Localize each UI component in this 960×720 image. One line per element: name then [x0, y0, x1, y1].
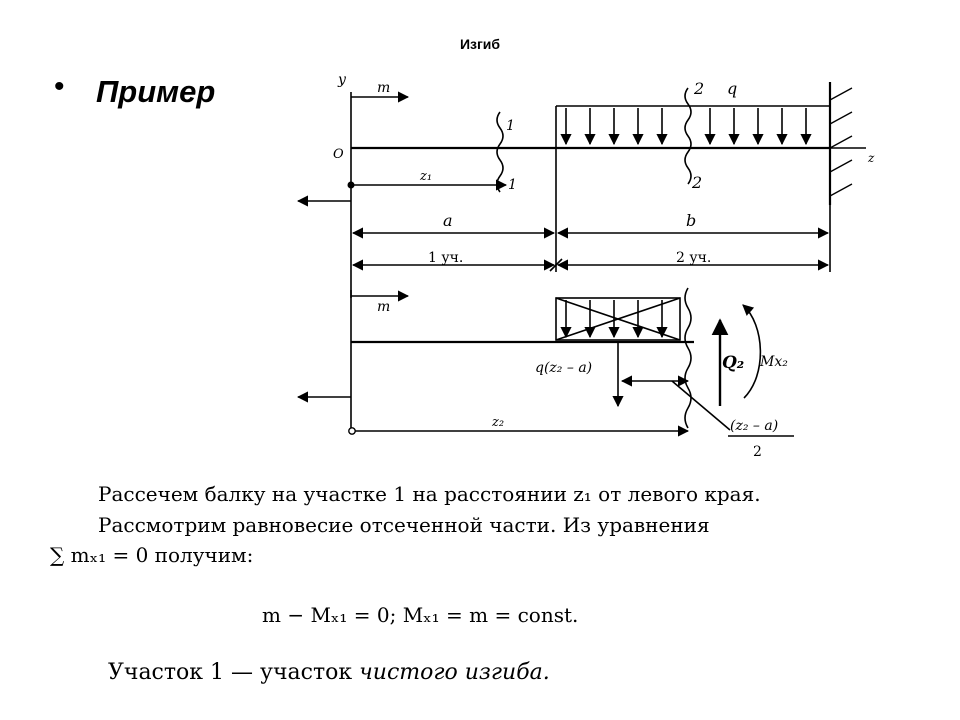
bending-moment-label: Mx₂: [759, 354, 788, 370]
slide-title: Изгиб: [459, 36, 501, 52]
section-2-label-top: 2: [693, 79, 704, 98]
crossed-load-block: [555, 297, 681, 341]
section-1-label-bottom: 1: [508, 177, 517, 193]
cross-line-b: [555, 297, 681, 341]
section-2-label-bottom: 2: [691, 173, 702, 192]
arm-leader: [671, 380, 731, 431]
origin-point-top: [347, 181, 355, 189]
resultant-label: q(z₂ – a): [535, 360, 592, 376]
section-1-label-top: 1: [506, 118, 515, 134]
moment-arc: [742, 304, 762, 399]
dim-b-label: b: [686, 211, 696, 230]
arm-numerator: (z₂ – a): [730, 418, 778, 434]
bullet-marker: •: [54, 70, 65, 103]
load-q-label: q: [727, 79, 737, 98]
upper-beam-scheme: [296, 82, 866, 298]
conclusion-italic: чистого изгиба.: [359, 660, 550, 685]
text-line-2: Рассмотрим равновесие отсеченной части. …: [98, 513, 710, 537]
dim-a-label: a: [443, 211, 453, 230]
part-2-label: 2 уч.: [676, 250, 711, 266]
text-line-3: ∑ mₓ₁ = 0 получим:: [50, 543, 254, 567]
distributed-load-arrows: [560, 108, 812, 146]
lower-cut-line: [684, 287, 692, 429]
part-1-label: 1 уч.: [428, 250, 463, 266]
wall-hatching: [829, 87, 853, 197]
moment-label-bottom: m: [377, 299, 390, 315]
y-axis-label: y: [337, 72, 347, 88]
origin-point-bottom: [348, 427, 356, 435]
moment-label-top: m: [377, 80, 390, 96]
z2-label: z₂: [491, 415, 504, 430]
equation: m − Mₓ₁ = 0; Mₓ₁ = m = const.: [262, 603, 579, 627]
z1-label: z₁: [419, 169, 432, 184]
shear-label: Q₂: [722, 353, 744, 373]
arm-denominator: 2: [753, 444, 762, 460]
origin-label: O: [333, 147, 344, 162]
section-1-cut: [496, 111, 504, 193]
lower-free-body: [296, 287, 794, 437]
z-axis-label: z: [867, 151, 875, 165]
example-heading: Пример: [96, 74, 216, 109]
block-load-arrows: [560, 300, 668, 339]
text-line-1: Рассечем балку на участке 1 на расстояни…: [98, 482, 761, 506]
conclusion-prefix: Участок 1 — участок: [108, 660, 360, 685]
conclusion: Участок 1 — участок чистого изгиба.: [108, 660, 550, 685]
dim-tick: [549, 258, 563, 272]
section-2-cut: [684, 87, 692, 185]
